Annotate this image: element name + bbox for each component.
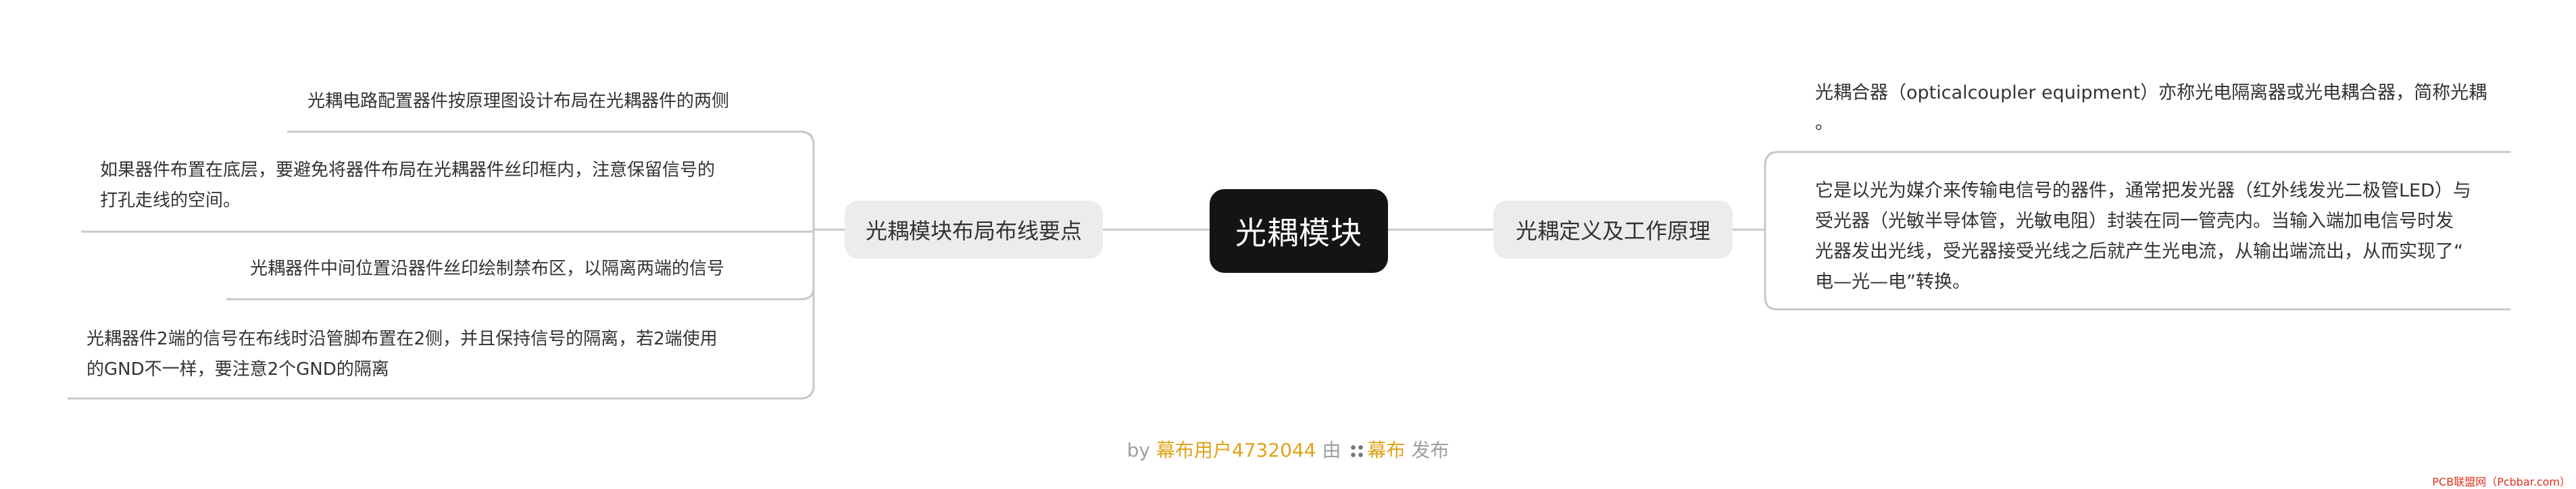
connector-left-1 xyxy=(287,130,815,230)
footer-user-link[interactable]: 幕布用户4732044 xyxy=(1156,439,1316,461)
connector-right-1 xyxy=(1764,151,2510,230)
leaf-optocoupler-definition[interactable]: 光耦合器（opticalcoupler equipment）亦称光电隔离器或光电… xyxy=(1815,78,2487,138)
root-label: 光耦模块 xyxy=(1235,215,1362,251)
footer-brand-link[interactable]: 幕布 xyxy=(1367,439,1406,461)
connector-right-2 xyxy=(1764,230,2510,311)
branch-definition-principle[interactable]: 光耦定义及工作原理 xyxy=(1493,201,1733,259)
leaf-text-line: 光耦合器（opticalcoupler equipment）亦称光电隔离器或光电… xyxy=(1815,82,2487,103)
leaf-text-line: 打孔走线的空间。 xyxy=(100,190,241,211)
mubu-logo-icon xyxy=(1349,444,1365,459)
branch-label: 光耦定义及工作原理 xyxy=(1515,218,1710,244)
connector-left-2 xyxy=(81,230,815,233)
footer-credit: by 幕布用户4732044 由 幕布 发布 xyxy=(0,436,2576,463)
leaf-bottom-layer[interactable]: 如果器件布置在底层，要避免将器件布局在光耦器件丝印框内，注意保留信号的 打孔走线… xyxy=(100,155,715,216)
footer-via: 由 xyxy=(1322,439,1341,461)
leaf-signal-isolation[interactable]: 光耦器件2端的信号在布线时沿管脚布置在2侧，并且保持信号的隔离，若2端使用 的G… xyxy=(86,324,718,385)
leaf-text-line: 受光器（光敏半导体管，光敏电阻）封装在同一管壳内。当输入端加电信号时发 xyxy=(1815,211,2454,232)
watermark-text: PCB联盟网（Pcbbar.com） xyxy=(2432,475,2571,488)
root-node[interactable]: 光耦模块 xyxy=(1210,189,1388,273)
leaf-text-line: 光耦器件2端的信号在布线时沿管脚布置在2侧，并且保持信号的隔离，若2端使用 xyxy=(86,329,718,349)
branch-layout-routing[interactable]: 光耦模块布局布线要点 xyxy=(845,201,1103,259)
leaf-text-line: 。 xyxy=(1815,113,1833,134)
leaf-working-principle[interactable]: 它是以光为媒介来传输电信号的器件，通常把发光器（红外线发光二极管LED）与 受光… xyxy=(1815,176,2471,297)
leaf-text-line: 它是以光为媒介来传输电信号的器件，通常把发光器（红外线发光二极管LED）与 xyxy=(1815,180,2471,201)
leaf-text-line: 的GND不一样，要注意2个GND的隔离 xyxy=(86,359,389,380)
leaf-text: 光耦电路配置器件按原理图设计布局在光耦器件的两侧 xyxy=(307,91,730,111)
leaf-text-line: 如果器件布置在底层，要避免将器件布局在光耦器件丝印框内，注意保留信号的 xyxy=(100,160,716,180)
leaf-keepout-area[interactable]: 光耦器件中间位置沿器件丝印绘制禁布区，以隔离两端的信号 xyxy=(250,254,724,284)
connector-left-4 xyxy=(68,230,815,400)
leaf-text: 光耦器件中间位置沿器件丝印绘制禁布区，以隔离两端的信号 xyxy=(250,259,725,279)
footer-by: by xyxy=(1126,439,1150,461)
footer-publish: 发布 xyxy=(1411,439,1450,461)
branch-label: 光耦模块布局布线要点 xyxy=(865,218,1082,244)
leaf-layout-both-sides[interactable]: 光耦电路配置器件按原理图设计布局在光耦器件的两侧 xyxy=(307,86,729,117)
leaf-text-line: 光器发出光线，受光器接受光线之后就产生光电流，从输出端流出，从而实现了“ xyxy=(1815,241,2463,262)
leaf-text-line: 电—光—电”转换。 xyxy=(1815,272,1971,292)
